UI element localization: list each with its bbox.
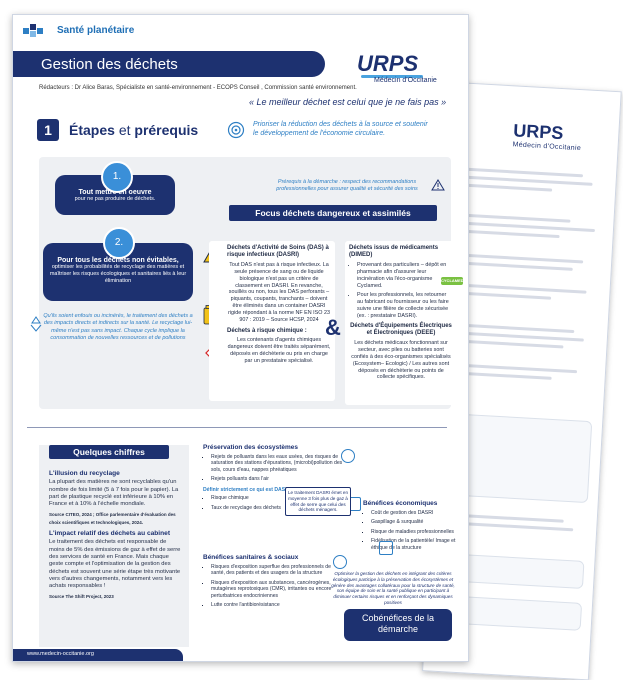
step-number: 2. xyxy=(103,227,135,259)
cyclamed-badge: CYCLAMED xyxy=(441,277,464,285)
list-item: Rejets de polluants dans les eaux usées,… xyxy=(211,454,353,474)
text-line xyxy=(456,291,552,300)
recycle-icon xyxy=(30,316,42,332)
figures-panel: L'illusion du recyclage La plupart des m… xyxy=(39,445,189,647)
list-item: Rejets polluants dans l'air xyxy=(211,476,353,483)
step-number: 1. xyxy=(101,161,133,193)
economic-heading: Bénéfices économiques xyxy=(363,500,438,507)
step-2: 2. Pour tous les déchets non évitables, … xyxy=(43,227,193,301)
brand-logo-icon xyxy=(23,24,43,38)
list-item: Risque de maladies professionnelles xyxy=(371,529,457,536)
website-link[interactable]: www.medecin-occitanie.org xyxy=(27,651,94,657)
cobenefits-badge: Cobénéfices de la démarche xyxy=(344,609,452,641)
economic-block: Bénéfices économiques Coût de gestion de… xyxy=(363,500,457,554)
urps-logo: URPS xyxy=(357,51,419,76)
figure-source: Source The Shift Project, 2023 xyxy=(49,594,114,600)
figures-content: L'illusion du recyclage La plupart des m… xyxy=(49,467,183,605)
step-1: 1. Tout mettre en oeuvre pour ne pas pro… xyxy=(55,161,175,215)
target-icon xyxy=(227,121,245,139)
text-line xyxy=(453,339,564,349)
optimization-note: Optimiser la gestion des déchets en inté… xyxy=(331,571,455,605)
health-social-block: Bénéfices sanitaires & sociaux Risques d… xyxy=(203,554,343,612)
objective-text: Prioriser la réduction des déchets à la … xyxy=(253,121,428,137)
text-line xyxy=(459,229,560,239)
list-item: Fidélisation de la patientèle/ Image et … xyxy=(371,538,457,551)
step-text: pour ne pas produire de déchets. xyxy=(74,196,156,202)
step-text: optimiser les probabilités de recyclage … xyxy=(49,264,187,284)
figure-source: Source CITEO, 2024 ; Office parlementair… xyxy=(49,512,176,525)
authors: Rédacteurs : Dr Alice Baras, Spécialiste… xyxy=(39,85,357,91)
urps-logo-subtitle: Médecin d'Occitanie xyxy=(374,77,437,84)
page-title: Gestion des déchets xyxy=(41,56,178,73)
dasri-text: Tout DAS n'est pas à risque infectieux. … xyxy=(228,261,330,324)
quote: « Le meilleur déchet est celui que je ne… xyxy=(249,97,447,107)
warning-icon xyxy=(431,179,445,191)
section-title: Étapes et prérequis xyxy=(69,122,199,138)
divider xyxy=(27,427,447,428)
health-social-list: Risques d'exposition superflue des profe… xyxy=(203,564,343,609)
ecosystems-heading: Préservation des écosystèmes xyxy=(203,444,299,451)
logo-swoosh xyxy=(361,75,423,78)
list-item: Risques d'exposition aux substances, can… xyxy=(211,580,343,600)
list-item: Risques d'exposition superflue des profe… xyxy=(211,564,343,577)
list-item: Pour les professionnels, les retourner a… xyxy=(357,292,453,320)
figure-heading: L'impact relatif des déchets au cabinet xyxy=(49,530,171,538)
deee-text: Les déchets médicaux fonctionnant sur se… xyxy=(351,339,451,381)
section-number: 1 xyxy=(37,119,59,141)
figures-title: Quelques chiffres xyxy=(49,445,169,459)
dasri-emissions-callout: Le traitement DASRI émet en moyenne 3 fo… xyxy=(285,487,351,517)
impact-note: Qu'ils soient enfouis ou incinérés, le t… xyxy=(43,313,193,341)
cobenefits-area: Préservation des écosystèmes Rejets de p… xyxy=(197,444,457,641)
figure-heading: L'illusion du recyclage xyxy=(49,470,120,477)
title-bar: Gestion des déchets xyxy=(13,51,325,77)
step-heading: Pour tous les déchets non évitables, xyxy=(57,257,179,264)
list-item: Gaspillage & surqualité xyxy=(371,519,457,526)
list-item: Coût de gestion des DASRI xyxy=(371,510,457,517)
ecosystems-sublist: Risque chimique Taux de recyclage des dé… xyxy=(203,495,353,511)
economic-list: Coût de gestion des DASRI Gaspillage & s… xyxy=(363,510,457,552)
definition-note: Définir strictement ce qui est DASRI de … xyxy=(203,486,335,493)
text-line xyxy=(462,183,553,192)
brand-name: Santé planétaire xyxy=(57,25,135,36)
footer: www.medecin-occitanie.org xyxy=(13,649,183,661)
figure-text: La plupart des matières ne sont recyclab… xyxy=(49,479,179,508)
dasri-heading: Déchets d'Activité de Soins (DAS) à risq… xyxy=(227,245,329,258)
text-line xyxy=(457,261,573,271)
ampersand: & xyxy=(325,315,341,340)
tools-icon xyxy=(379,541,393,555)
dimed-list: Provenant des particuliers – dépôt en ph… xyxy=(349,262,453,320)
health-social-heading: Bénéfices sanitaires & sociaux xyxy=(203,554,299,561)
front-page: Santé planétaire Gestion des déchets URP… xyxy=(12,14,469,662)
people-icon xyxy=(333,555,347,569)
list-item: Provenant des particuliers – dépôt en ph… xyxy=(357,262,453,290)
header: Santé planétaire xyxy=(13,15,468,45)
dimed-block: Déchets issus de médicaments (DIMED) Pro… xyxy=(345,241,457,405)
prerequisite-note: Prérequis à la démarche : respect des re… xyxy=(276,179,418,192)
dasri-block: Déchets d'Activité de Soins (DAS) à risq… xyxy=(209,241,335,401)
list-item: Taux de recyclage des déchets xyxy=(211,505,353,512)
list-item: Risque chimique xyxy=(211,495,353,502)
dimed-heading: Déchets issus de médicaments (DIMED) xyxy=(349,245,439,258)
deee-heading: Déchets d'Équipements Électriques et Éle… xyxy=(350,323,452,336)
ecosystem-icon xyxy=(341,449,355,463)
text-line xyxy=(460,213,571,223)
ecosystems-list: Rejets de polluants dans les eaux usées,… xyxy=(203,454,353,483)
figure-text: Le traitement des déchets est responsabl… xyxy=(49,539,181,590)
list-item: Lutte contre l'antibiorésistance xyxy=(211,602,343,609)
ecosystems-block: Préservation des écosystèmes Rejets de p… xyxy=(203,444,353,514)
chemical-heading: Déchets à risque chimique : xyxy=(227,327,307,334)
focus-banner: Focus déchets dangereux et assimilés xyxy=(229,205,437,221)
chemical-text: Les contenants d'agents chimiques danger… xyxy=(227,336,331,364)
